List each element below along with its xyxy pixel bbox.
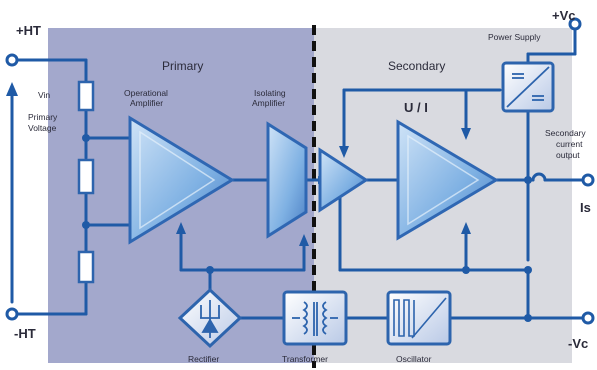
ui-amplifier-highlight — [407, 134, 480, 226]
plus-ht-label: +HT — [16, 23, 41, 38]
primary-voltage-label-line2: Voltage — [28, 123, 57, 133]
isolating-amplifier-label-line1: Isolating — [254, 88, 286, 98]
dc-converter-icon — [506, 66, 550, 108]
terminals — [5, 17, 595, 325]
plus-ht-terminal — [5, 53, 19, 67]
isolating-amplifier-label-line2: Amplifier — [252, 98, 285, 108]
primary-section-title: Primary — [162, 59, 203, 73]
secondary-section-title: Secondary — [388, 59, 445, 73]
operational-amplifier-highlight — [139, 130, 216, 230]
vin-label: Vin — [38, 90, 50, 100]
is-label: Is — [580, 200, 591, 215]
oscillator-block — [386, 290, 452, 346]
operational-amplifier-label-line1: Operational — [124, 88, 168, 98]
secondary-current-label-line3: output — [556, 150, 580, 160]
rectifier-block — [177, 287, 243, 349]
plus-vc-label: +Vc — [552, 8, 576, 23]
transformer-block — [282, 290, 348, 346]
secondary-current-label-line1: Secondary — [545, 128, 586, 138]
transformer-label: Transformer — [282, 354, 328, 364]
plus-vc-terminal — [568, 17, 582, 31]
minus-ht-label: -HT — [14, 326, 36, 341]
isolating-amplifier-primary-half — [266, 121, 308, 239]
primary-voltage-label-line1: Primary — [28, 112, 58, 122]
resistors — [77, 80, 95, 284]
power-supply-block — [501, 61, 555, 113]
oscillator-label: Oscillator — [396, 354, 432, 364]
ui-amplifier-label: U / I — [404, 100, 428, 115]
is-terminal — [581, 173, 595, 187]
minus-vc-terminal — [581, 311, 595, 325]
rectifier-label: Rectifier — [188, 354, 219, 364]
minus-ht-terminal — [5, 307, 19, 321]
minus-vc-label: -Vc — [568, 336, 588, 351]
secondary-current-label-line2: current — [556, 139, 583, 149]
junction-dots — [82, 134, 532, 322]
diode-bridge-icon — [200, 300, 220, 338]
resistor-1 — [77, 80, 95, 112]
operational-amplifier-label-line2: Amplifier — [130, 98, 163, 108]
resistor-2 — [77, 158, 95, 195]
transformer-coils-icon — [292, 301, 338, 336]
operational-amplifier — [128, 115, 235, 245]
square-wave-icon — [393, 297, 447, 339]
resistor-3 — [77, 250, 95, 284]
power-supply-label: Power Supply — [488, 32, 541, 42]
ui-amplifier — [396, 119, 499, 241]
isolating-amplifier-secondary-half — [318, 147, 369, 213]
wires — [10, 22, 590, 320]
